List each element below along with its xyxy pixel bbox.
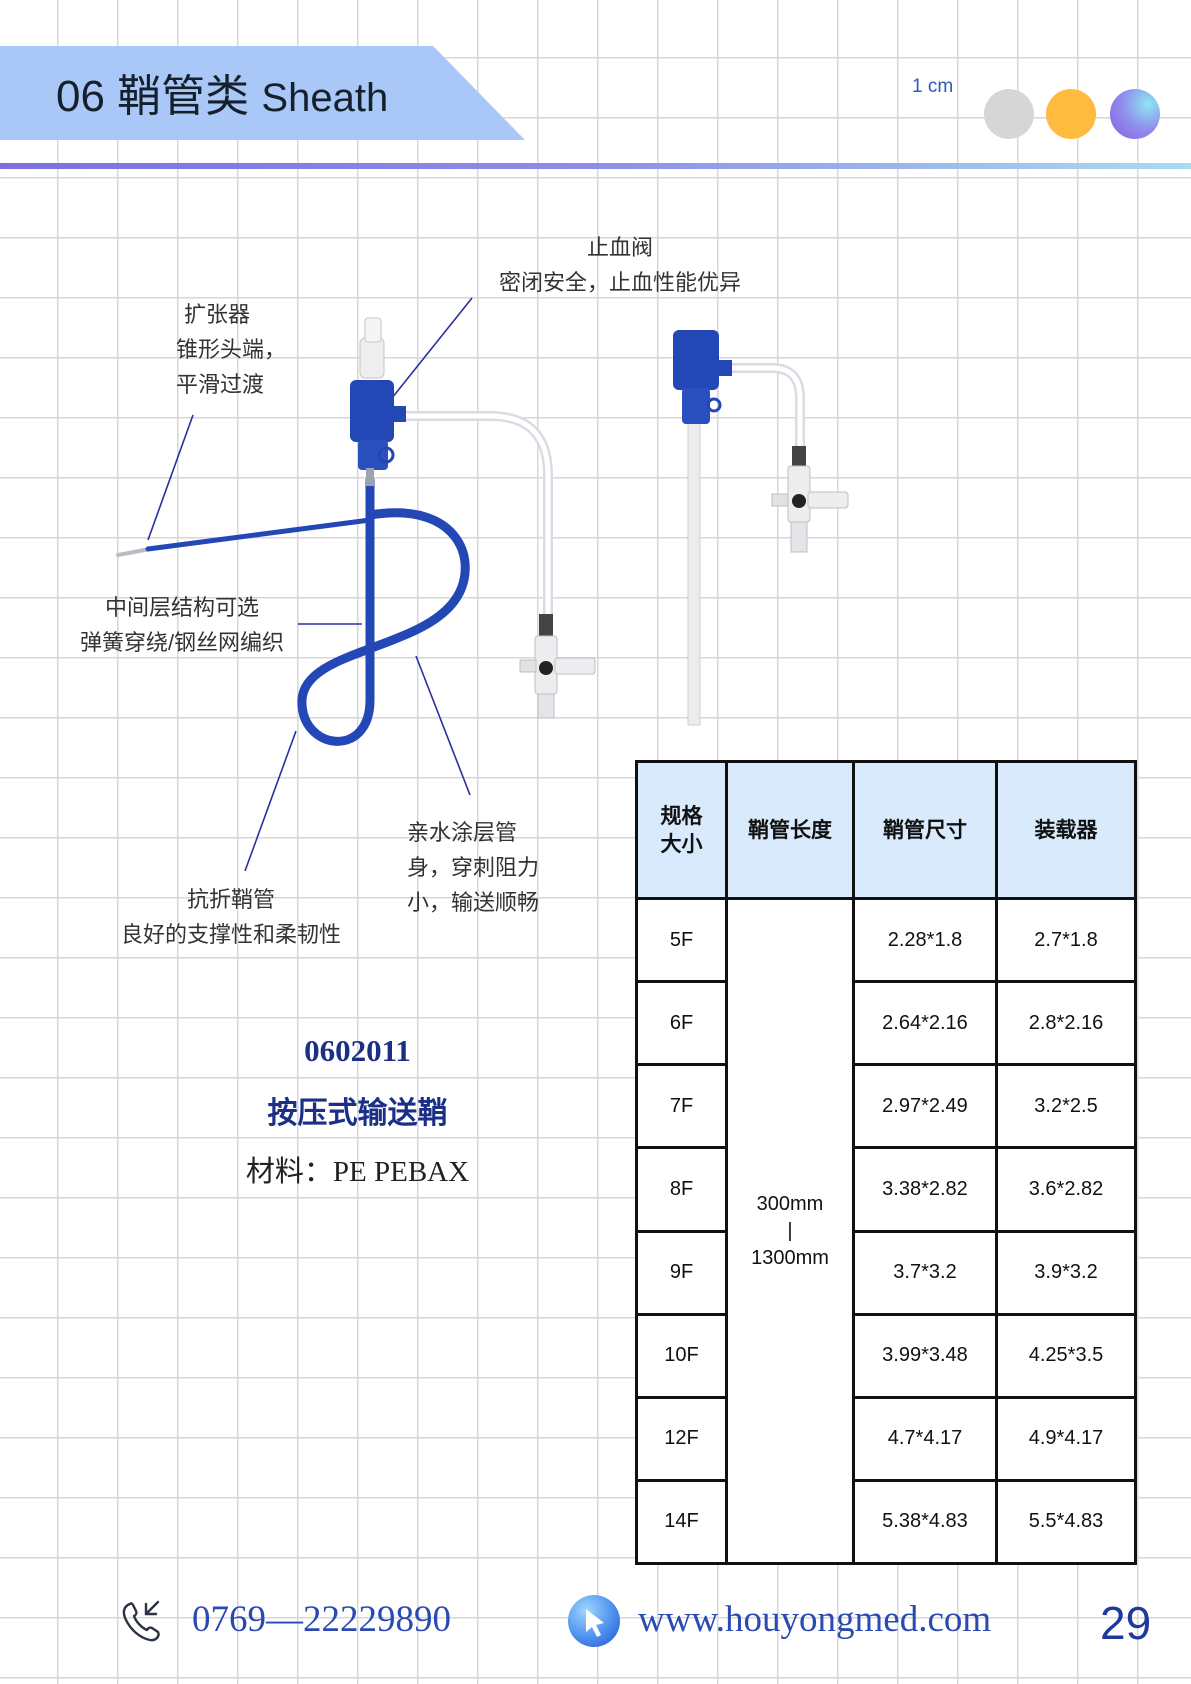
cell-loader: 2.7*1.8 — [995, 896, 1137, 984]
callout-middle-layer-desc: 弹簧穿绕/钢丝网编织 — [79, 630, 285, 655]
callout-dilator-line2: 平滑过渡 — [176, 372, 265, 397]
cell-sheath-size: 3.38*2.82 — [852, 1146, 998, 1233]
callout-middle-layer-title: 中间层结构可选 — [104, 595, 259, 620]
cell-size: 8F — [635, 1146, 728, 1233]
callout-valve-desc: 密闭安全，止血性能优异 — [498, 270, 741, 295]
globe-icon — [568, 1595, 620, 1647]
table-row: 9F 3.7*3.2 3.9*3.2 — [635, 1229, 1137, 1316]
cell-size: 6F — [635, 980, 728, 1067]
leader-kink — [244, 730, 297, 872]
callout-kink-resistant: 抗折鞘管 良好的支撑性和柔韧性 — [100, 882, 362, 952]
cell-size: 14F — [635, 1478, 728, 1566]
table-row: 5F 300mm | 1300mm 2.28*1.8 2.7*1.8 — [635, 896, 1137, 1565]
header-size: 规格大小 — [635, 760, 728, 900]
cell-sheath-size: 3.99*3.48 — [852, 1312, 998, 1399]
decor-dot-orange — [1046, 89, 1096, 139]
header-band — [0, 46, 525, 140]
length-bottom: 1300mm — [751, 1246, 829, 1269]
callout-hydrophilic-line2: 身，穿刺阻力 — [407, 855, 540, 880]
callout-hydrophilic-line1: 亲水涂层管 — [407, 820, 518, 845]
leader-valve — [391, 297, 473, 399]
header-divider — [0, 163, 1191, 169]
product-material: 材料：PE PEBAX — [245, 1156, 470, 1188]
leader-hydrophilic — [415, 655, 471, 796]
sheath-2 — [673, 330, 849, 726]
cell-loader: 4.25*3.5 — [995, 1312, 1137, 1399]
decor-dot-gray — [984, 89, 1034, 139]
cell-sheath-size: 4.7*4.17 — [852, 1395, 998, 1482]
page-number: 29 — [1100, 1597, 1152, 1649]
cell-loader: 3.9*3.2 — [995, 1229, 1137, 1316]
length-separator: | — [787, 1219, 793, 1242]
cell-loader: 5.5*4.83 — [995, 1478, 1137, 1566]
cell-size: 12F — [635, 1395, 728, 1482]
header-loader: 装载器 — [995, 760, 1137, 900]
cell-sheath-size: 3.7*3.2 — [852, 1229, 998, 1316]
table-row: 14F 5.38*4.83 5.5*4.83 — [635, 1478, 1137, 1566]
sheath-1 — [116, 317, 596, 746]
callout-middle-layer: 中间层结构可选 弹簧穿绕/钢丝网编织 — [62, 590, 302, 660]
callout-kink-desc: 良好的支撑性和柔韧性 — [120, 922, 341, 947]
callout-valve: 止血阀 密闭安全，止血性能优异 — [470, 230, 770, 300]
header-length: 鞘管长度 — [725, 760, 855, 900]
callout-kink-title: 抗折鞘管 — [186, 887, 275, 912]
callout-valve-title: 止血阀 — [586, 235, 653, 260]
cell-sheath-size: 2.97*2.49 — [852, 1063, 998, 1150]
leader-dilator — [147, 414, 194, 541]
callout-hydrophilic: 亲水涂层管 身，穿刺阻力 小，输送顺畅 — [407, 815, 539, 920]
title-cn: 06 鞘管类 — [56, 72, 250, 121]
product-code: 0602011 — [304, 1033, 411, 1068]
table-row: 10F 3.99*3.48 4.25*3.5 — [635, 1312, 1137, 1399]
cell-size: 9F — [635, 1229, 728, 1316]
footer-website[interactable]: www.houyongmed.com — [638, 1599, 992, 1640]
cell-loader: 2.8*2.16 — [995, 980, 1137, 1067]
decor-dot-purple — [1110, 89, 1160, 139]
cell-loader: 4.9*4.17 — [995, 1395, 1137, 1482]
header-sheath-size: 鞘管尺寸 — [852, 760, 998, 900]
spec-table: 规格大小 鞘管长度 鞘管尺寸 装载器 5F 300mm | 1300mm 2.2… — [635, 760, 1137, 1566]
cell-sheath-size: 5.38*4.83 — [852, 1478, 998, 1566]
cell-size: 5F — [635, 896, 728, 984]
table-row: 12F 4.7*4.17 4.9*4.17 — [635, 1395, 1137, 1482]
title-en: Sheath — [261, 76, 389, 120]
page-title: 06 鞘管类 Sheath — [56, 60, 388, 124]
product-name: 按压式输送鞘 — [267, 1097, 448, 1130]
callout-dilator-title: 扩张器 — [184, 302, 251, 327]
cell-length: 300mm | 1300mm — [725, 897, 855, 1565]
cell-size: 7F — [635, 1063, 728, 1150]
callout-hydrophilic-line3: 小，输送顺畅 — [407, 890, 540, 915]
callout-dilator-line1: 锥形头端， — [176, 337, 287, 362]
table-row: 6F 2.64*2.16 2.8*2.16 — [635, 980, 1137, 1067]
cursor-arrow-icon — [586, 1609, 604, 1637]
table-header-row: 规格大小 鞘管长度 鞘管尺寸 装载器 — [635, 760, 1137, 900]
footer-phone: 0769—22229890 — [192, 1599, 451, 1640]
cell-loader: 3.6*2.82 — [995, 1146, 1137, 1233]
cell-sheath-size: 2.28*1.8 — [852, 896, 998, 984]
callout-dilator: 扩张器 锥形头端， 平滑过渡 — [176, 297, 286, 402]
scale-label: 1 cm — [912, 76, 954, 97]
cell-sheath-size: 2.64*2.16 — [852, 980, 998, 1067]
length-top: 300mm — [756, 1192, 824, 1215]
cell-size: 10F — [635, 1312, 728, 1399]
phone-icon — [122, 1600, 160, 1642]
leader-lines — [147, 297, 473, 872]
cell-loader: 3.2*2.5 — [995, 1063, 1137, 1150]
table-row: 7F 2.97*2.49 3.2*2.5 — [635, 1063, 1137, 1150]
table-row: 8F 3.38*2.82 3.6*2.82 — [635, 1146, 1137, 1233]
